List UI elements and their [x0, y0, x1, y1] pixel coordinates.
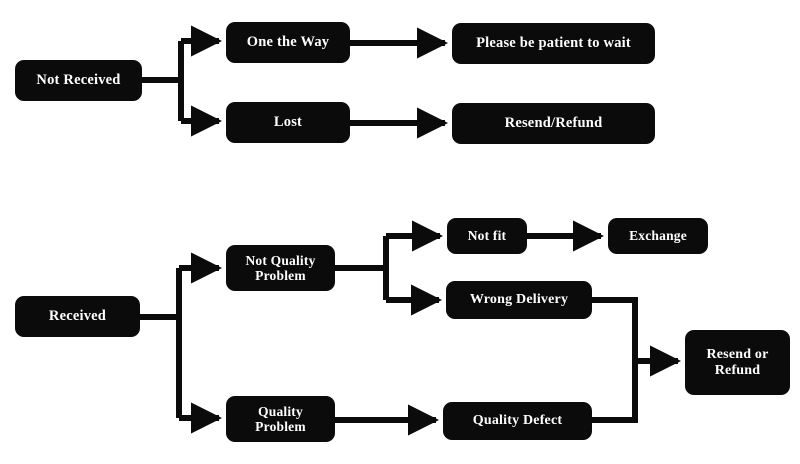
node-wrong-delivery[interactable]: Wrong Delivery	[446, 281, 592, 319]
node-exchange[interactable]: Exchange	[608, 218, 708, 254]
edge-wrong-delivery-to-merge	[592, 297, 638, 361]
node-quality-problem[interactable]: Quality Problem	[226, 396, 335, 442]
edge-quality-defect-to-merge	[592, 361, 638, 423]
node-please-be-patient-to-wait[interactable]: Please be patient to wait	[452, 23, 655, 64]
node-resend-refund[interactable]: Resend/Refund	[452, 103, 655, 144]
node-lost[interactable]: Lost	[226, 102, 350, 143]
node-received[interactable]: Received	[15, 296, 140, 337]
node-quality-defect[interactable]: Quality Defect	[443, 402, 592, 440]
node-not-received[interactable]: Not Received	[15, 60, 142, 101]
node-not-fit[interactable]: Not fit	[447, 218, 527, 254]
node-resend-or-refund[interactable]: Resend or Refund	[685, 330, 790, 395]
node-one-the-way[interactable]: One the Way	[226, 22, 350, 63]
node-not-quality-problem[interactable]: Not Quality Problem	[226, 245, 335, 291]
